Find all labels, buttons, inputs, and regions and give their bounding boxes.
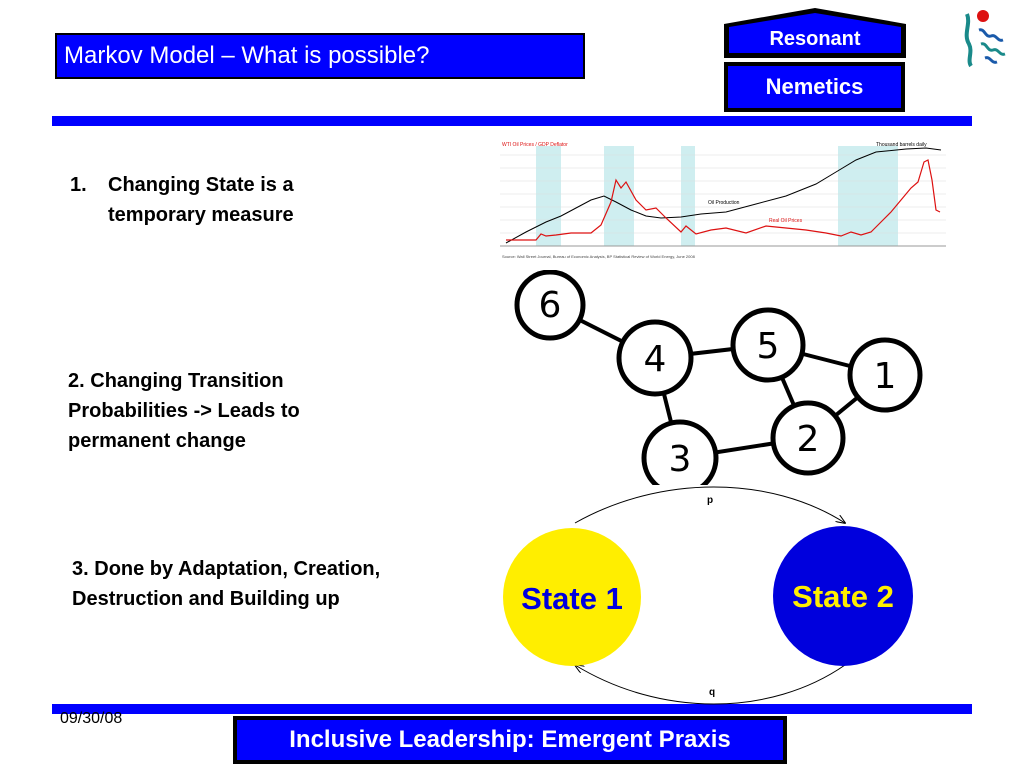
point-1: 1. Changing State is a temporary measure: [70, 170, 390, 230]
chart-right-label: Thousand barrels daily: [876, 142, 927, 148]
state-1-label: State 1: [521, 581, 623, 616]
point-2-text: Changing Transition Probabilities -> Lea…: [68, 370, 300, 452]
node-3-label: 3: [669, 439, 692, 480]
point-1-number: 1.: [70, 174, 87, 196]
brand-bottom-box: Nemetics: [724, 62, 905, 112]
node-5: [730, 307, 806, 383]
footer-title: Inclusive Leadership: Emergent Praxis: [237, 720, 783, 760]
brand-top-label: Resonant: [769, 28, 861, 50]
markov-state-diagram: p q State 1 State 2: [503, 486, 913, 705]
real-oil-prices-line: [506, 159, 941, 241]
oil-production-legend: Oil Production: [708, 200, 740, 206]
node-2-label: 2: [797, 419, 820, 460]
brand-roof: [724, 8, 906, 58]
organization-logo: [964, 10, 1006, 68]
node-1: [847, 337, 923, 413]
node-6-label: 6: [539, 285, 562, 326]
node-6: [514, 270, 586, 341]
recession-band: [536, 146, 561, 246]
oil-price-chart: WTI Oil Prices / GDP Deflator Thousand b…: [486, 140, 976, 265]
network-graph: 6 4 5 1 3 2: [514, 270, 923, 485]
footer-date: 09/30/08: [60, 710, 123, 727]
point-3-text: Done by Adaptation, Creation, Destructio…: [72, 558, 381, 610]
slide-title: Markov Model – What is possible?: [55, 33, 585, 79]
node-3: [641, 419, 719, 485]
oil-chart-svg: WTI Oil Prices / GDP Deflator Thousand b…: [486, 140, 976, 265]
node-4: [616, 319, 694, 397]
oil-production-line: [505, 147, 942, 244]
recession-band: [681, 146, 695, 246]
bottom-divider: [52, 704, 972, 714]
state-2-circle: [773, 526, 913, 666]
state-1-circle: [503, 528, 641, 666]
point-3: 3. Done by Adaptation, Creation, Destruc…: [72, 554, 482, 614]
point-2-number: 2.: [68, 370, 85, 392]
brand-bottom-label: Nemetics: [728, 66, 901, 108]
state-2-label: State 2: [792, 579, 894, 614]
chart-title: WTI Oil Prices / GDP Deflator: [502, 142, 568, 148]
point-1-text: Changing State is a temporary measure: [108, 174, 294, 226]
real-oil-prices-legend: Real Oil Prices: [769, 218, 803, 224]
chart-source: Source: Wall Street Journal, Bureau of E…: [502, 254, 696, 259]
recession-band: [838, 146, 898, 246]
top-divider: [52, 116, 972, 126]
point-3-number: 3.: [72, 558, 89, 580]
p-label: p: [707, 495, 713, 506]
recession-band: [604, 146, 634, 246]
transition-arrow-q: [575, 665, 846, 705]
q-label: q: [709, 687, 715, 698]
node-4-label: 4: [644, 339, 667, 380]
node-1-label: 1: [874, 356, 897, 397]
transition-arrow-p: [574, 486, 845, 523]
node-5-label: 5: [757, 326, 780, 367]
point-2: 2. Changing Transition Probabilities -> …: [68, 366, 398, 456]
footer-box: Inclusive Leadership: Emergent Praxis: [233, 716, 787, 764]
node-2: [770, 400, 846, 476]
